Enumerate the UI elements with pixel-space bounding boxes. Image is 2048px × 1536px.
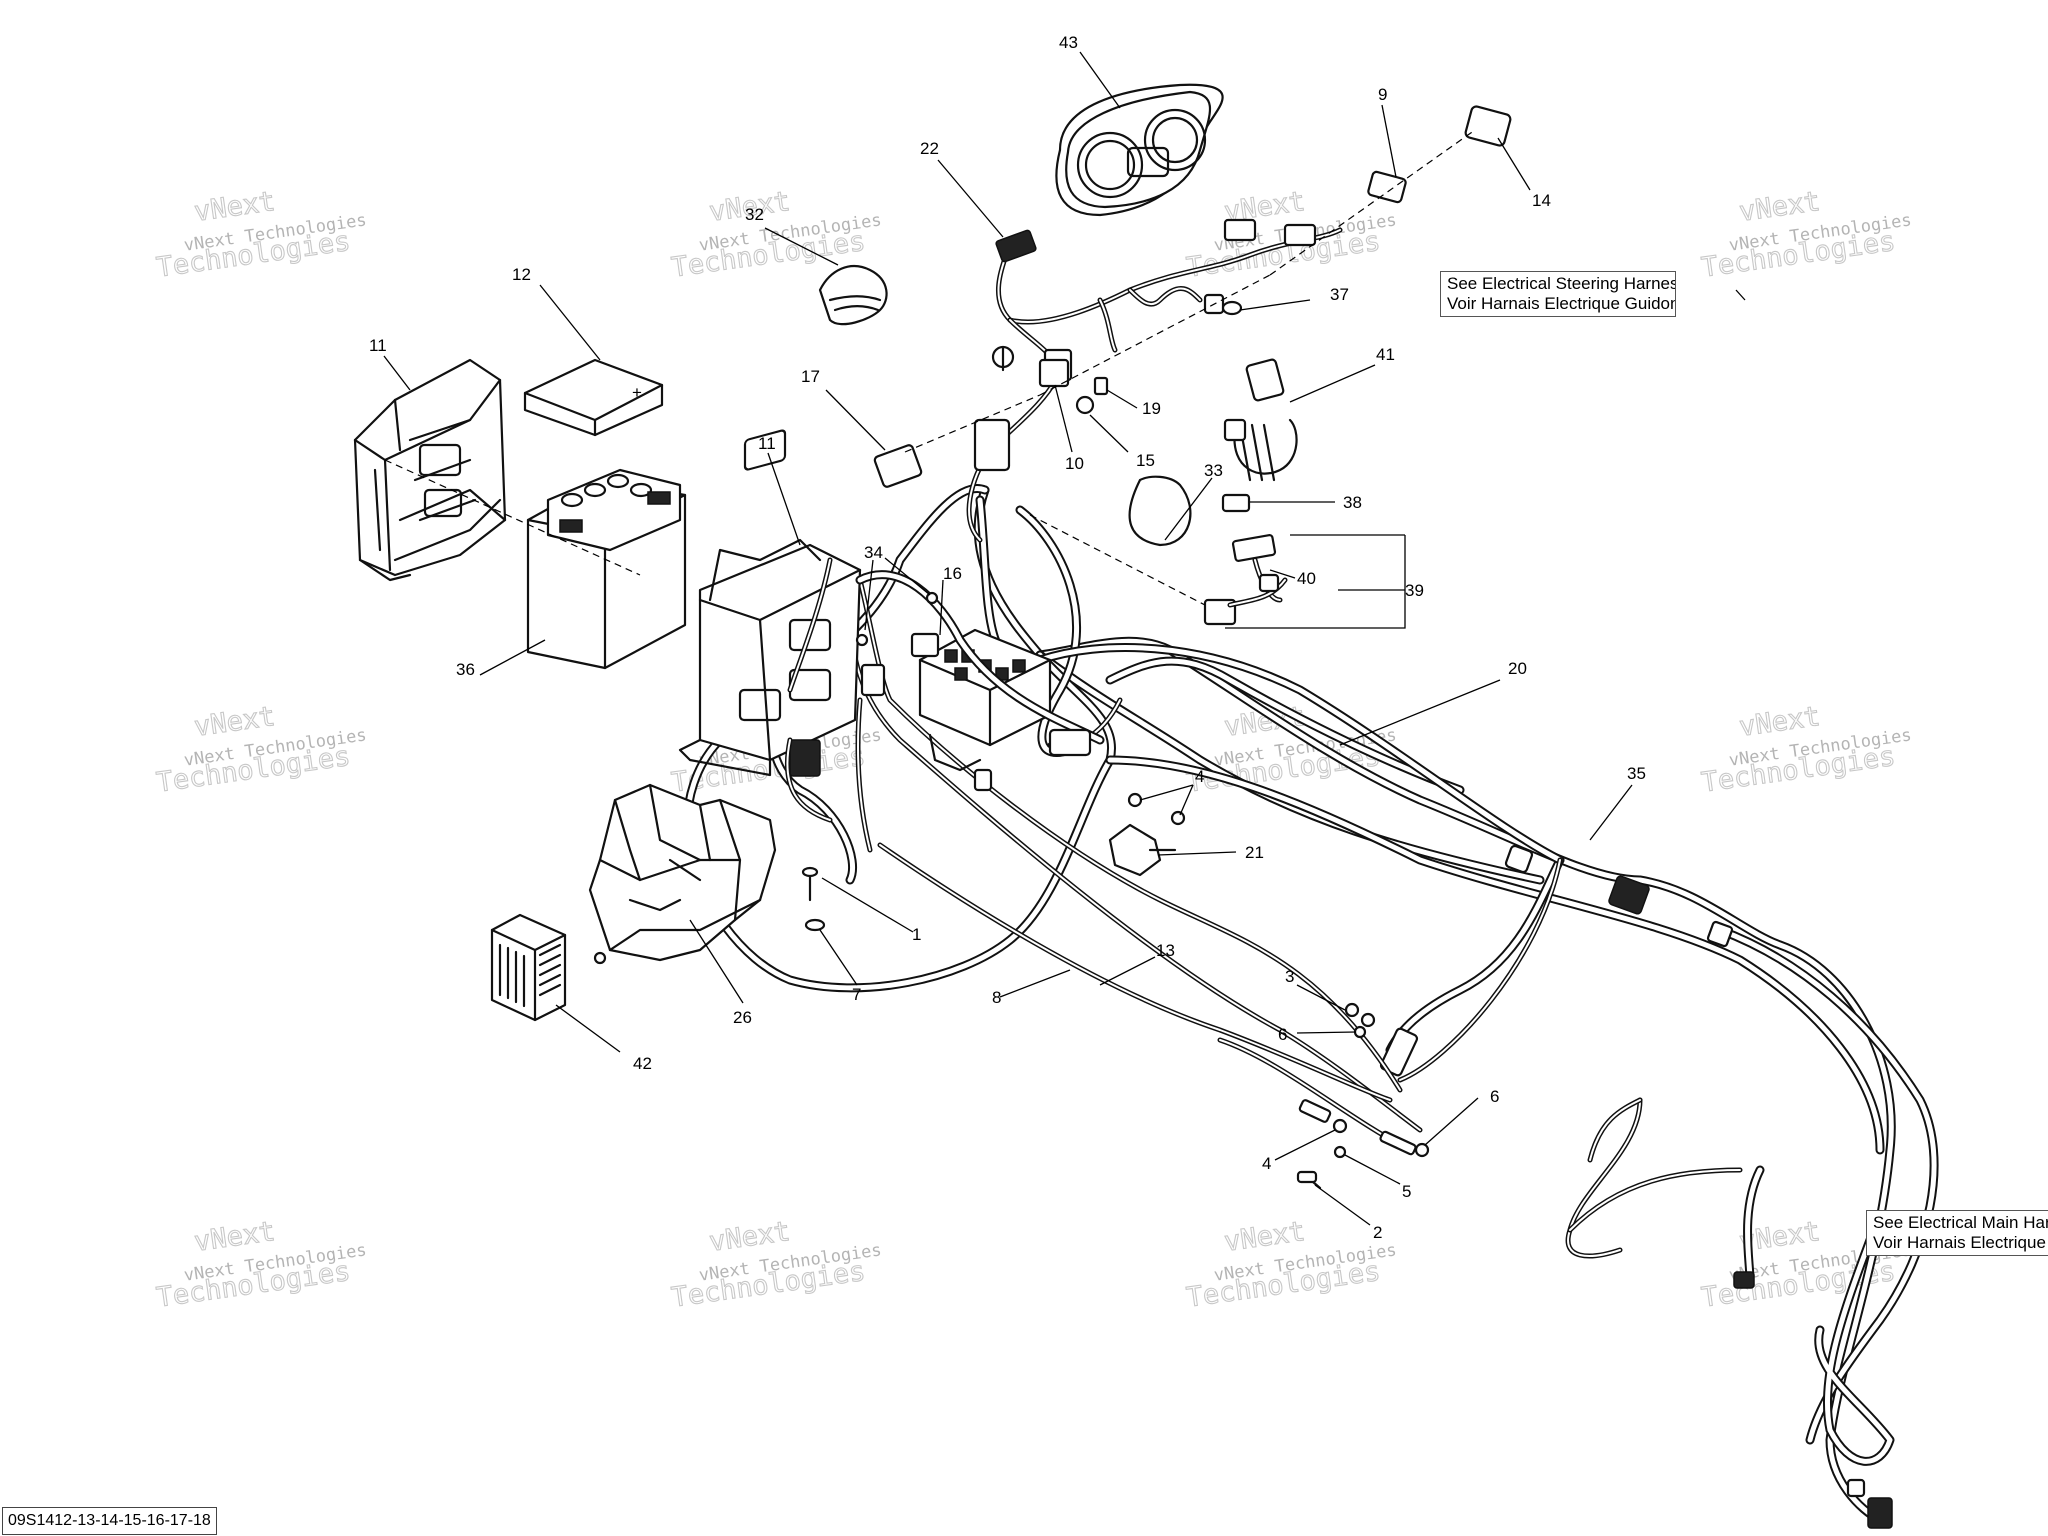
callout-7: 7 xyxy=(852,985,861,1004)
diagram-reference-code: 09S1412-13-14-15-16-17-18 xyxy=(2,1507,217,1535)
callout-36: 36 xyxy=(456,660,475,679)
callout-39: 39 xyxy=(1405,581,1424,600)
callout-20: 20 xyxy=(1508,659,1527,678)
main-note-line-1: See Electrical Main Harness / xyxy=(1873,1213,2048,1232)
callout-15: 15 xyxy=(1136,451,1155,470)
callout-5: 5 xyxy=(1402,1182,1411,1201)
svg-text:vNext: vNext xyxy=(192,1216,277,1258)
callout-13: 13 xyxy=(1156,941,1175,960)
callout-34: 34 xyxy=(864,543,883,562)
small-parts xyxy=(801,265,1430,1190)
callout-35: 35 xyxy=(1627,764,1646,783)
callout-11-left: 11 xyxy=(369,336,387,355)
callout-40: 40 xyxy=(1297,569,1316,588)
callout-38: 38 xyxy=(1343,493,1362,512)
callout-8: 8 xyxy=(992,988,1001,1007)
voltage-regulator xyxy=(490,913,567,1022)
svg-text:vNext: vNext xyxy=(1222,1216,1307,1258)
bracket xyxy=(588,783,777,965)
callout-37: 37 xyxy=(1330,285,1349,304)
callout-32: 32 xyxy=(745,205,764,224)
battery-tray-left xyxy=(353,358,507,582)
svg-text:+: + xyxy=(632,383,642,402)
callout-12: 12 xyxy=(512,265,531,284)
callout-33: 33 xyxy=(1204,461,1223,480)
callout-6-left: 6 xyxy=(1278,1025,1287,1044)
watermark-layer: vNext vNext Technologies Technologies vN… xyxy=(154,185,1913,1314)
svg-text:vNext: vNext xyxy=(1737,701,1822,743)
tether-switch xyxy=(1223,358,1298,482)
svg-text:vNext: vNext xyxy=(192,186,277,228)
battery-cover: + xyxy=(523,358,664,437)
steering-harness-note: See Electrical Steering Harness / Voir H… xyxy=(1440,271,1676,317)
callout-4-bottom: 4 xyxy=(1262,1154,1271,1173)
callout-16: 16 xyxy=(943,564,962,583)
callout-22: 22 xyxy=(920,139,939,158)
connector-cluster xyxy=(784,557,1105,853)
battery xyxy=(526,468,687,670)
callout-43: 43 xyxy=(1059,33,1078,52)
callout-26: 26 xyxy=(733,1008,752,1027)
callout-labels: 43 22 9 14 32 37 12 11 41 19 17 15 10 33… xyxy=(369,33,1646,1242)
steering-note-line-2: Voir Harnais Electrique Guidon xyxy=(1447,294,1676,313)
callout-3: 3 xyxy=(1285,967,1294,986)
main-harness-note: See Electrical Main Harness / Voir Harna… xyxy=(1866,1210,2048,1256)
battery-holder-right xyxy=(678,429,862,777)
callout-2: 2 xyxy=(1373,1223,1382,1242)
switch-assembly xyxy=(1203,493,1288,626)
svg-text:vNext: vNext xyxy=(1737,186,1822,228)
steering-note-line-1: See Electrical Steering Harness / xyxy=(1447,274,1676,293)
assembly-lines xyxy=(384,129,1476,606)
main-note-line-2: Voir Harnais Electrique Principal xyxy=(1873,1233,2048,1252)
instrument-cluster xyxy=(1055,83,1224,217)
callout-14: 14 xyxy=(1532,191,1551,210)
callout-17: 17 xyxy=(801,367,820,386)
callout-1: 1 xyxy=(912,925,921,944)
leader-lines xyxy=(383,51,1746,1226)
svg-text:vNext: vNext xyxy=(192,701,277,743)
tie-strap xyxy=(1128,475,1192,547)
callout-42: 42 xyxy=(633,1054,652,1073)
callout-19: 19 xyxy=(1142,399,1161,418)
callout-21: 21 xyxy=(1245,843,1264,862)
svg-text:vNext: vNext xyxy=(707,1216,792,1258)
callout-4-top: 4 xyxy=(1195,767,1204,786)
callout-10: 10 xyxy=(1065,454,1084,473)
callout-9: 9 xyxy=(1378,85,1387,104)
callout-6-right: 6 xyxy=(1490,1087,1499,1106)
callout-41: 41 xyxy=(1376,345,1395,364)
callout-11-right: 11 xyxy=(758,434,776,453)
steering-harness xyxy=(966,105,1512,543)
